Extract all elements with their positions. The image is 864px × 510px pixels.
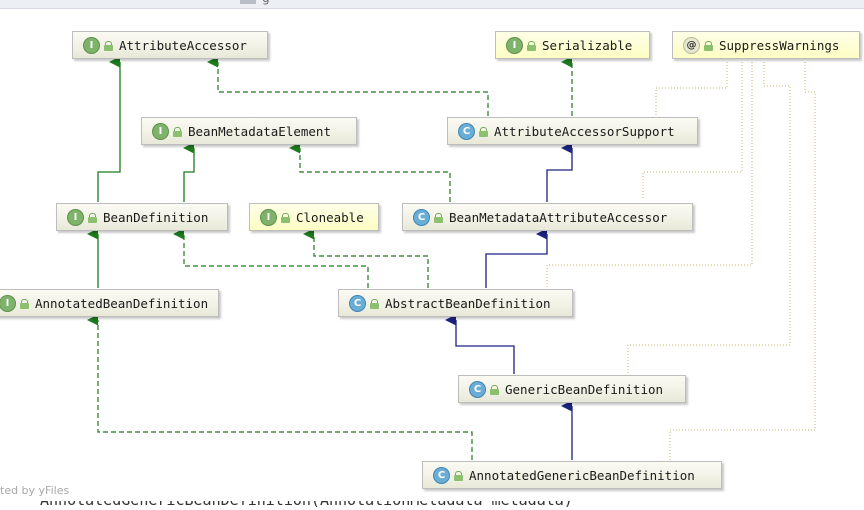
node-label: Cloneable (296, 209, 364, 225)
class-icon: C (413, 208, 430, 226)
node-label: AttributeAccessor (119, 37, 247, 53)
class-icon: C (433, 466, 450, 484)
edge-abstract-bean-definition-to-bean-metadata-attribute-accessor (485, 228, 548, 288)
node-label: AbstractBeanDefinition (385, 295, 551, 311)
lock-icon (20, 298, 29, 309)
node-suppress-warnings[interactable]: @ SuppressWarnings (672, 31, 860, 59)
edge-suppress-to-attribute-accessor-support (655, 62, 728, 118)
editor-tab-strip: g (0, 0, 864, 9)
lock-icon (173, 126, 182, 137)
node-label: GenericBeanDefinition (505, 381, 664, 397)
lock-icon (704, 40, 713, 51)
node-serializable[interactable]: I Serializable (495, 31, 650, 59)
lock-icon (104, 40, 113, 51)
node-bean-metadata-attribute-accessor[interactable]: C BeanMetadataAttributeAccessor (402, 203, 693, 231)
file-icon (240, 0, 256, 4)
node-annotated-generic-bean-definition[interactable]: C AnnotatedGenericBeanDefinition (422, 461, 722, 489)
node-label: Serializable (542, 37, 633, 53)
edge-suppress-to-abstract-bean-definition (546, 62, 753, 290)
interface-icon: I (0, 294, 16, 312)
edge-abstract-bean-definition-to-cloneable (303, 228, 429, 288)
node-label: AttributeAccessorSupport (494, 123, 675, 139)
cut-off-code-text: AnnotatedGenericBeanDefinition(Annotatio… (40, 501, 573, 509)
annotation-usage-edges (546, 62, 816, 462)
implements-edges (87, 56, 573, 460)
class-extends-edges (445, 142, 573, 460)
class-icon: C (469, 380, 486, 398)
node-label: AnnotatedGenericBeanDefinition (469, 467, 695, 483)
node-attribute-accessor[interactable]: I AttributeAccessor (72, 31, 268, 59)
node-label: BeanMetadataAttributeAccessor (449, 209, 668, 225)
edge-generic-bean-definition-to-abstract-bean-definition (445, 314, 515, 374)
edge-bean-metadata-attribute-accessor-to-attribute-accessor-support (546, 142, 573, 202)
edge-abstract-bean-definition-to-bean-definition (173, 228, 369, 288)
interface-icon: I (260, 208, 277, 226)
lock-icon (88, 212, 97, 223)
node-annotated-bean-definition[interactable]: I AnnotatedBeanDefinition (0, 289, 219, 317)
cut-off-code-line: AnnotatedGenericBeanDefinition(Annotatio… (40, 501, 730, 510)
annotation-icon: @ (683, 36, 700, 54)
tab-label: g (262, 0, 270, 5)
interface-icon: I (152, 122, 169, 140)
lock-icon (479, 126, 488, 137)
node-generic-bean-definition[interactable]: C GenericBeanDefinition (458, 375, 686, 403)
node-bean-definition[interactable]: I BeanDefinition (56, 203, 228, 231)
node-bean-metadata-element[interactable]: I BeanMetadataElement (141, 117, 357, 145)
lock-icon (434, 212, 443, 223)
edge-annotated-generic-bean-definition-to-annotated-bean-definition (87, 314, 473, 460)
node-cloneable[interactable]: I Cloneable (249, 203, 379, 231)
edge-bean-definition-to-attribute-accessor (97, 56, 121, 202)
lock-icon (281, 212, 290, 223)
lock-icon (370, 298, 379, 309)
lock-icon (527, 40, 536, 51)
edge-attribute-accessor-support-to-attribute-accessor (207, 56, 489, 116)
edge-bean-definition-to-bean-metadata-element (183, 142, 195, 202)
abstract-class-icon: C (349, 294, 366, 312)
yfiles-watermark: ted by yFiles (0, 484, 70, 497)
abstract-class-icon: C (458, 122, 475, 140)
edge-bean-metadata-attribute-accessor-to-bean-metadata-element (289, 142, 451, 202)
interface-icon: I (506, 36, 523, 54)
node-label: SuppressWarnings (719, 37, 840, 53)
lock-icon (454, 470, 463, 481)
lock-icon (490, 384, 499, 395)
node-abstract-bean-definition[interactable]: C AbstractBeanDefinition (338, 289, 573, 317)
node-label: AnnotatedBeanDefinition (35, 295, 209, 311)
node-attribute-accessor-support[interactable]: C AttributeAccessorSupport (447, 117, 698, 145)
edge-suppress-to-annotated-generic-bean-definition (669, 62, 816, 462)
interface-extends-edges (87, 56, 195, 288)
node-label: BeanMetadataElement (188, 123, 331, 139)
node-label: BeanDefinition (103, 209, 209, 225)
interface-icon: I (83, 36, 100, 54)
edge-suppress-to-bean-metadata-attribute-accessor (642, 62, 743, 200)
interface-icon: I (67, 208, 84, 226)
